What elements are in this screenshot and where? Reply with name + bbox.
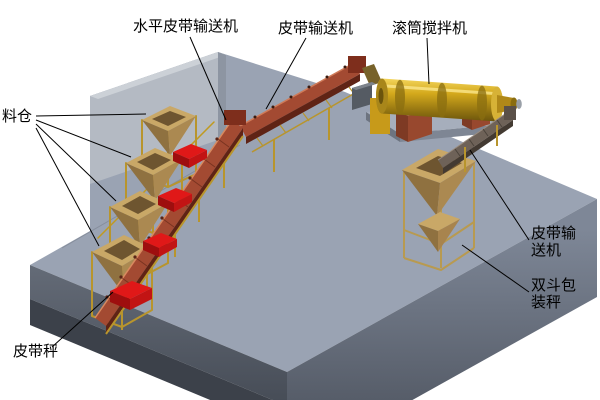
belt-side [246, 74, 360, 144]
drum-ring-1 [395, 79, 405, 115]
belt-scale-1 [173, 144, 207, 168]
scale-top [158, 188, 192, 203]
platform-right-face [287, 199, 597, 400]
label-double-hopper-packing-scale: 双斗包装秤 [531, 278, 577, 311]
belt-side [443, 120, 513, 174]
label-belt-scale: 皮带秤 [13, 344, 59, 360]
scale-right [174, 194, 192, 212]
leader-silo-1 [35, 113, 147, 117]
silo-interior [137, 153, 171, 170]
block-left [396, 110, 408, 142]
belt-scale-2 [158, 188, 192, 212]
idler-rollers [253, 65, 347, 119]
scale-right [130, 288, 152, 310]
belt-scale-3 [143, 233, 177, 257]
belt-side [106, 128, 243, 334]
label-feed-belt-conveyor: 皮带输送机 [278, 21, 354, 37]
leader-feed-belt-conveyor [265, 37, 307, 110]
belt-scale-4 [110, 281, 152, 310]
silo-frame [141, 115, 197, 189]
silo-interior [104, 240, 140, 260]
truss-ticks [256, 86, 356, 147]
scale-left [143, 241, 159, 257]
belt-edge-highlight [94, 119, 233, 319]
silo-funnel-right [168, 116, 196, 156]
leader-silo-2 [35, 119, 132, 158]
label-horizontal-belt-conveyor: 水平皮带输送机 [133, 19, 239, 35]
head-pulley-box [348, 56, 366, 73]
belt-top [438, 112, 513, 168]
rear-wall-top-edge [90, 52, 226, 99]
leader-lines [35, 36, 530, 348]
belt-cleats [454, 119, 503, 157]
weigh-hopper-funnel-right [438, 219, 460, 252]
scale-left [158, 196, 174, 212]
belt-scales [110, 144, 207, 310]
silo-2 [125, 148, 183, 235]
hopper-funnel-left [402, 170, 440, 216]
platform-base-band [30, 299, 273, 400]
weigh-hopper-rim [418, 212, 460, 231]
label-discharge-belt-conveyor: 皮带输送机 [531, 226, 577, 259]
mixer-motor-top [352, 82, 376, 90]
leader-belt-scale [51, 291, 114, 348]
belt-top [95, 120, 243, 326]
weigh-hopper-funnel-left [418, 224, 438, 252]
scale-right [189, 150, 207, 168]
silo-funnel-left [142, 120, 170, 156]
belt-edge-highlight [437, 111, 509, 161]
leader-discharge-belt-conveyor [469, 149, 530, 241]
scale-top [173, 144, 207, 159]
silo-frame [125, 158, 183, 235]
silo-funnel-left [92, 252, 124, 295]
silo-funnel-right [153, 159, 182, 201]
silo-funnel-right [138, 203, 168, 247]
silo-interior [122, 196, 156, 214]
head-pulley-box [224, 110, 246, 125]
nozzle-ring [516, 99, 522, 109]
silo-frame [91, 247, 153, 329]
scale-top [110, 281, 152, 299]
truss-chord [251, 88, 363, 153]
silo-interior [152, 111, 186, 126]
conveyor-legs [464, 125, 498, 172]
conveyor-legs [273, 108, 330, 172]
silo-funnel-left [110, 207, 140, 247]
label-material-silos: 料仓 [2, 109, 33, 125]
drum-mixer [352, 78, 522, 142]
silo-1 [141, 106, 197, 189]
belt-top [240, 63, 360, 137]
discharge-chute [362, 64, 382, 86]
hopper-funnel-right [437, 161, 476, 216]
mixer-pad-front-right [400, 124, 504, 142]
leader-horizontal-belt-conveyor [189, 36, 227, 121]
scale-right [159, 239, 177, 257]
leader-silo-3 [35, 123, 117, 202]
leader-double-hopper-scale [461, 244, 530, 293]
label-drum-mixer: 滚筒搅拌机 [392, 21, 468, 37]
silo-funnel-left [126, 163, 155, 201]
scale-left [110, 291, 130, 310]
belt-edge-highlight [239, 62, 355, 127]
silo-row [91, 106, 215, 329]
scale-top [143, 233, 177, 248]
head-pulley-box [504, 106, 516, 120]
drum-ring-2 [437, 82, 447, 118]
discharge-belt-conveyor [437, 106, 516, 174]
scale-left [173, 152, 189, 168]
leader-silo-4 [35, 127, 100, 247]
feed-belt-conveyor [239, 56, 382, 172]
leader-drum-mixer [426, 37, 430, 85]
platform-left-face [30, 265, 287, 400]
drum-ring-3 [477, 85, 487, 121]
drum-inlet [378, 88, 384, 104]
